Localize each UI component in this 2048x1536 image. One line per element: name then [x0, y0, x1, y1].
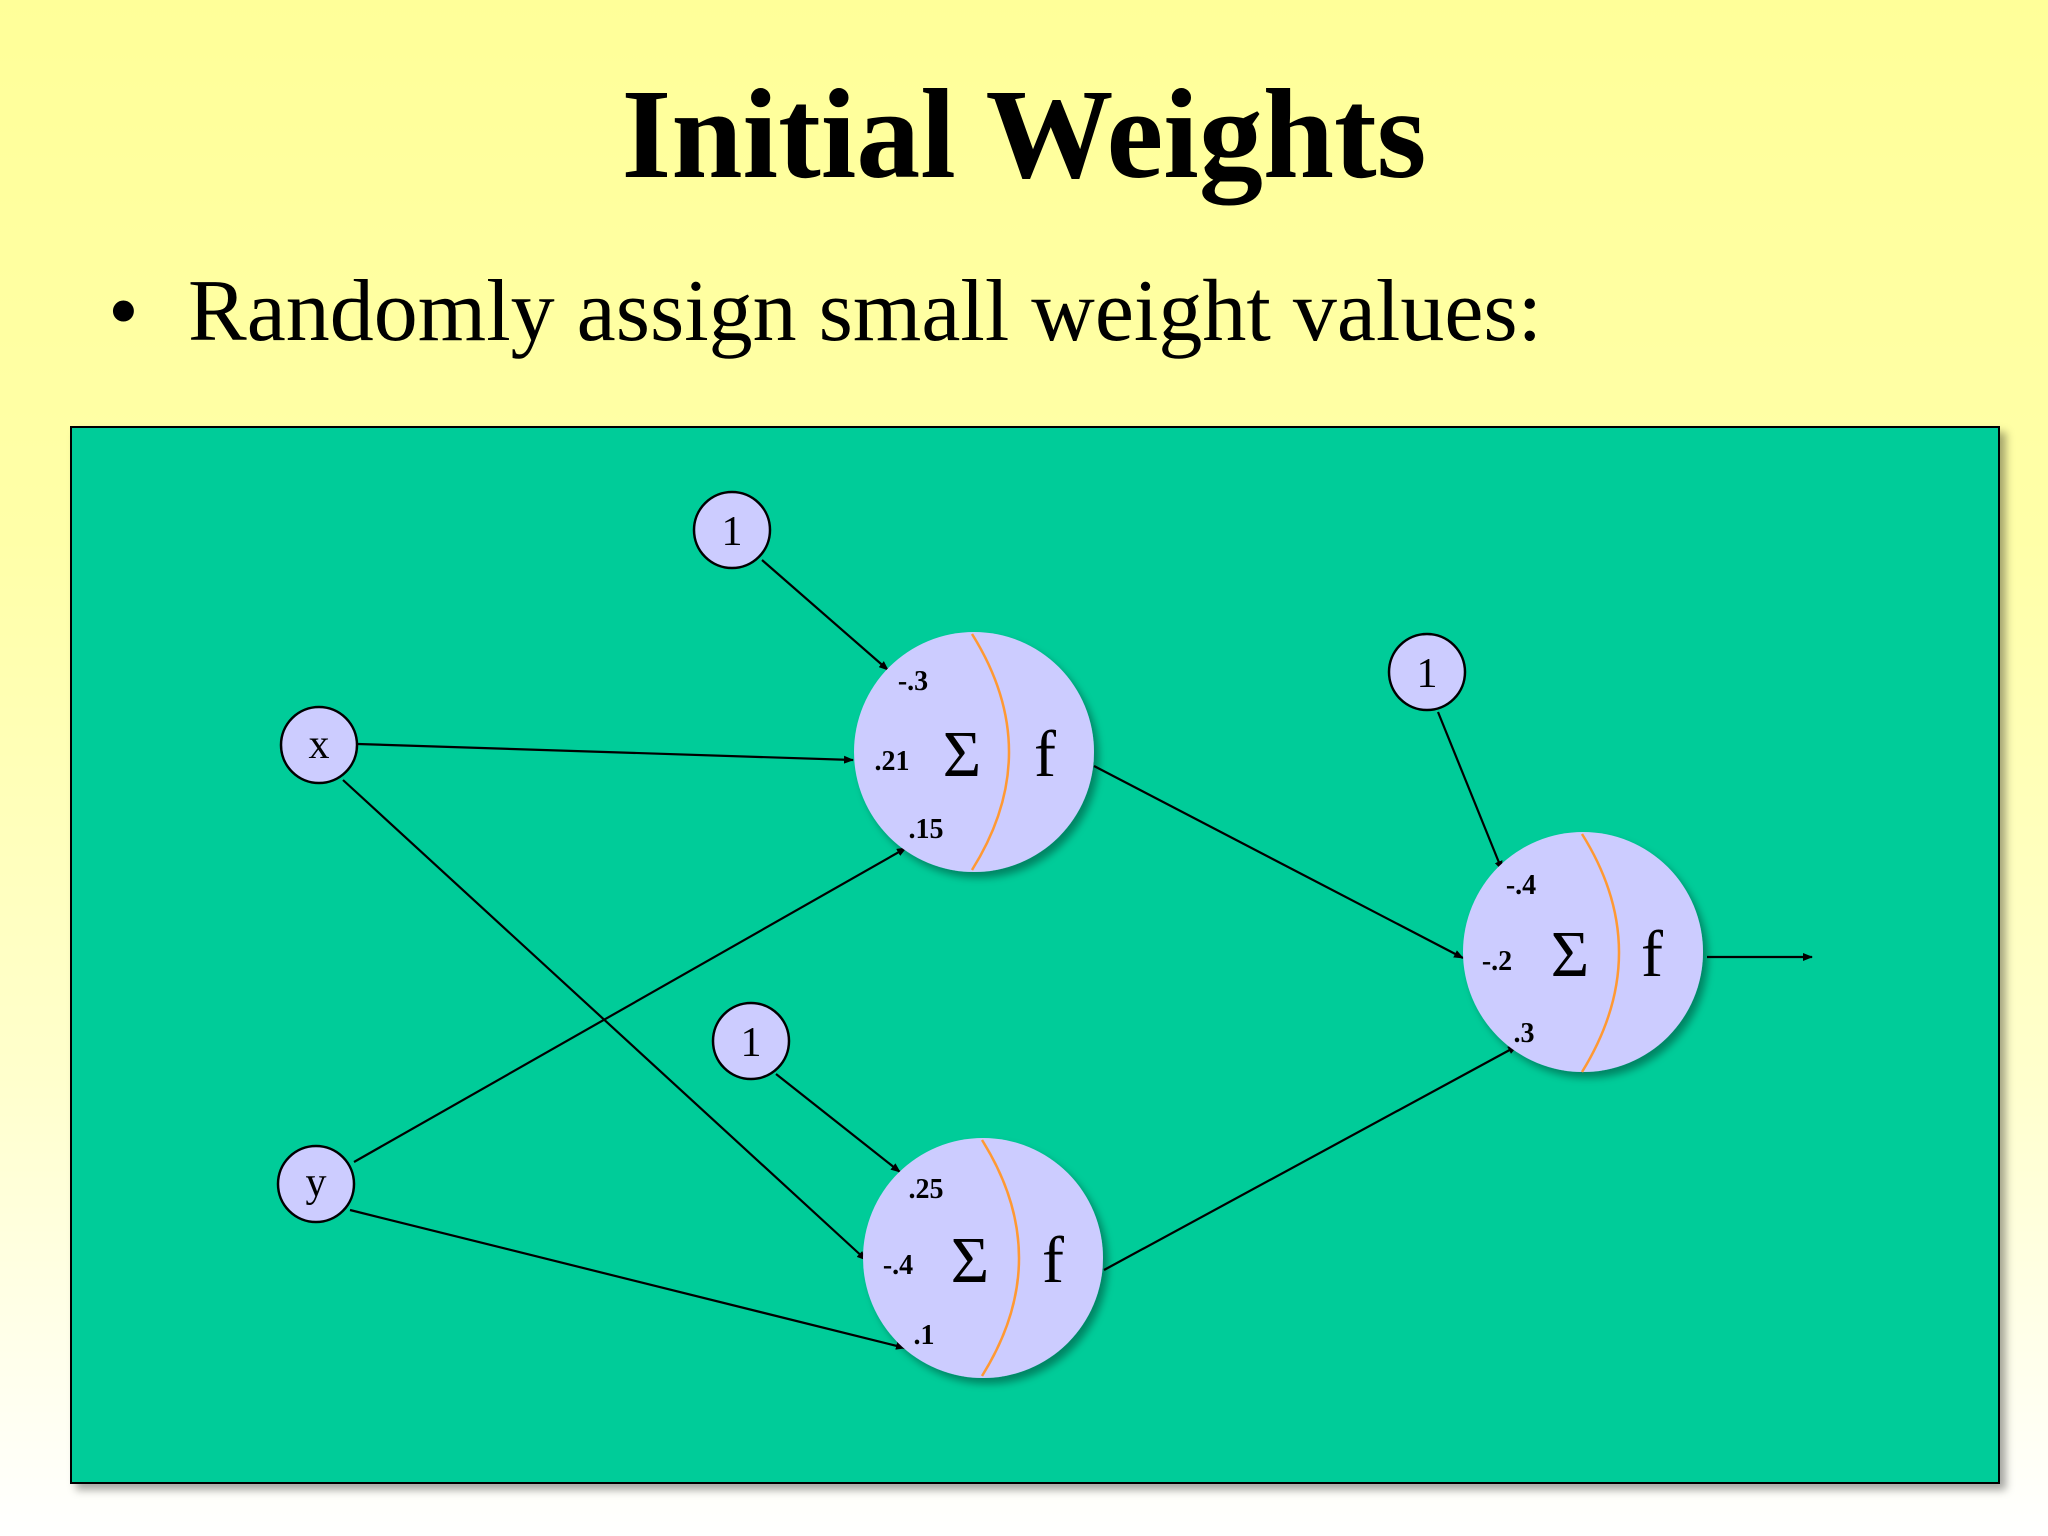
hidden-neuron-top: Σ f -.3 .21 .15	[854, 632, 1094, 872]
divider-line	[980, 1139, 1021, 1377]
edge-x-to-hidden-bottom	[342, 779, 867, 1261]
weight-hidden-top: -.2	[1482, 946, 1512, 977]
weight-hidden-bottom: .3	[1514, 1018, 1535, 1049]
weight-x: -.4	[883, 1250, 913, 1281]
weight-x: .21	[875, 746, 910, 777]
output-neuron: Σ f -.4 -.2 .3	[1463, 832, 1703, 1073]
bias-label-hidden-bottom: 1	[741, 1020, 762, 1066]
input-label-y: y	[306, 1160, 327, 1206]
slide-title: Initial Weights	[621, 63, 1427, 205]
edge-y-to-hidden-bottom	[349, 1208, 906, 1350]
activation-label: f	[1042, 1224, 1064, 1297]
edge-y-to-hidden-top	[353, 847, 907, 1163]
input-node-y: y	[276, 1144, 356, 1224]
edge-x-to-hidden-top	[357, 742, 854, 764]
edge-bias-to-output	[1436, 711, 1504, 871]
bullet-text: Randomly assign small weight values:	[188, 263, 1543, 360]
sum-symbol: Σ	[943, 718, 981, 791]
edge-bias-to-hidden-top	[761, 559, 889, 671]
bias-node-hidden-top: 1	[692, 490, 772, 570]
sum-symbol: Σ	[951, 1224, 989, 1297]
bullet-item: • Randomly assign small weight values:	[108, 262, 1542, 362]
bullet-marker: •	[108, 263, 139, 360]
bias-label-hidden-top: 1	[722, 509, 743, 555]
weight-y: .15	[909, 814, 944, 845]
bias-node-output: 1	[1387, 632, 1467, 712]
input-node-x: x	[279, 705, 359, 785]
hidden-neuron-bottom: Σ f .25 -.4 .1	[863, 1138, 1103, 1378]
weight-bias: -.3	[898, 666, 928, 697]
weight-y: .1	[914, 1320, 935, 1351]
bias-node-hidden-bottom: 1	[711, 1001, 791, 1081]
edge-bias-to-hidden-bottom	[775, 1073, 901, 1173]
edge-hidden-bottom-to-output	[1103, 1045, 1518, 1271]
edge-hidden-top-to-output	[1093, 765, 1464, 959]
sum-symbol: Σ	[1551, 918, 1589, 991]
weight-bias: -.4	[1506, 870, 1536, 901]
connections	[342, 559, 1813, 1350]
activation-label: f	[1641, 918, 1663, 991]
divider-line	[970, 633, 1011, 871]
divider-line	[1580, 833, 1621, 1073]
input-label-x: x	[309, 722, 330, 768]
bias-label-output: 1	[1417, 651, 1438, 697]
activation-label: f	[1034, 718, 1056, 791]
weight-bias: .25	[909, 1174, 944, 1205]
